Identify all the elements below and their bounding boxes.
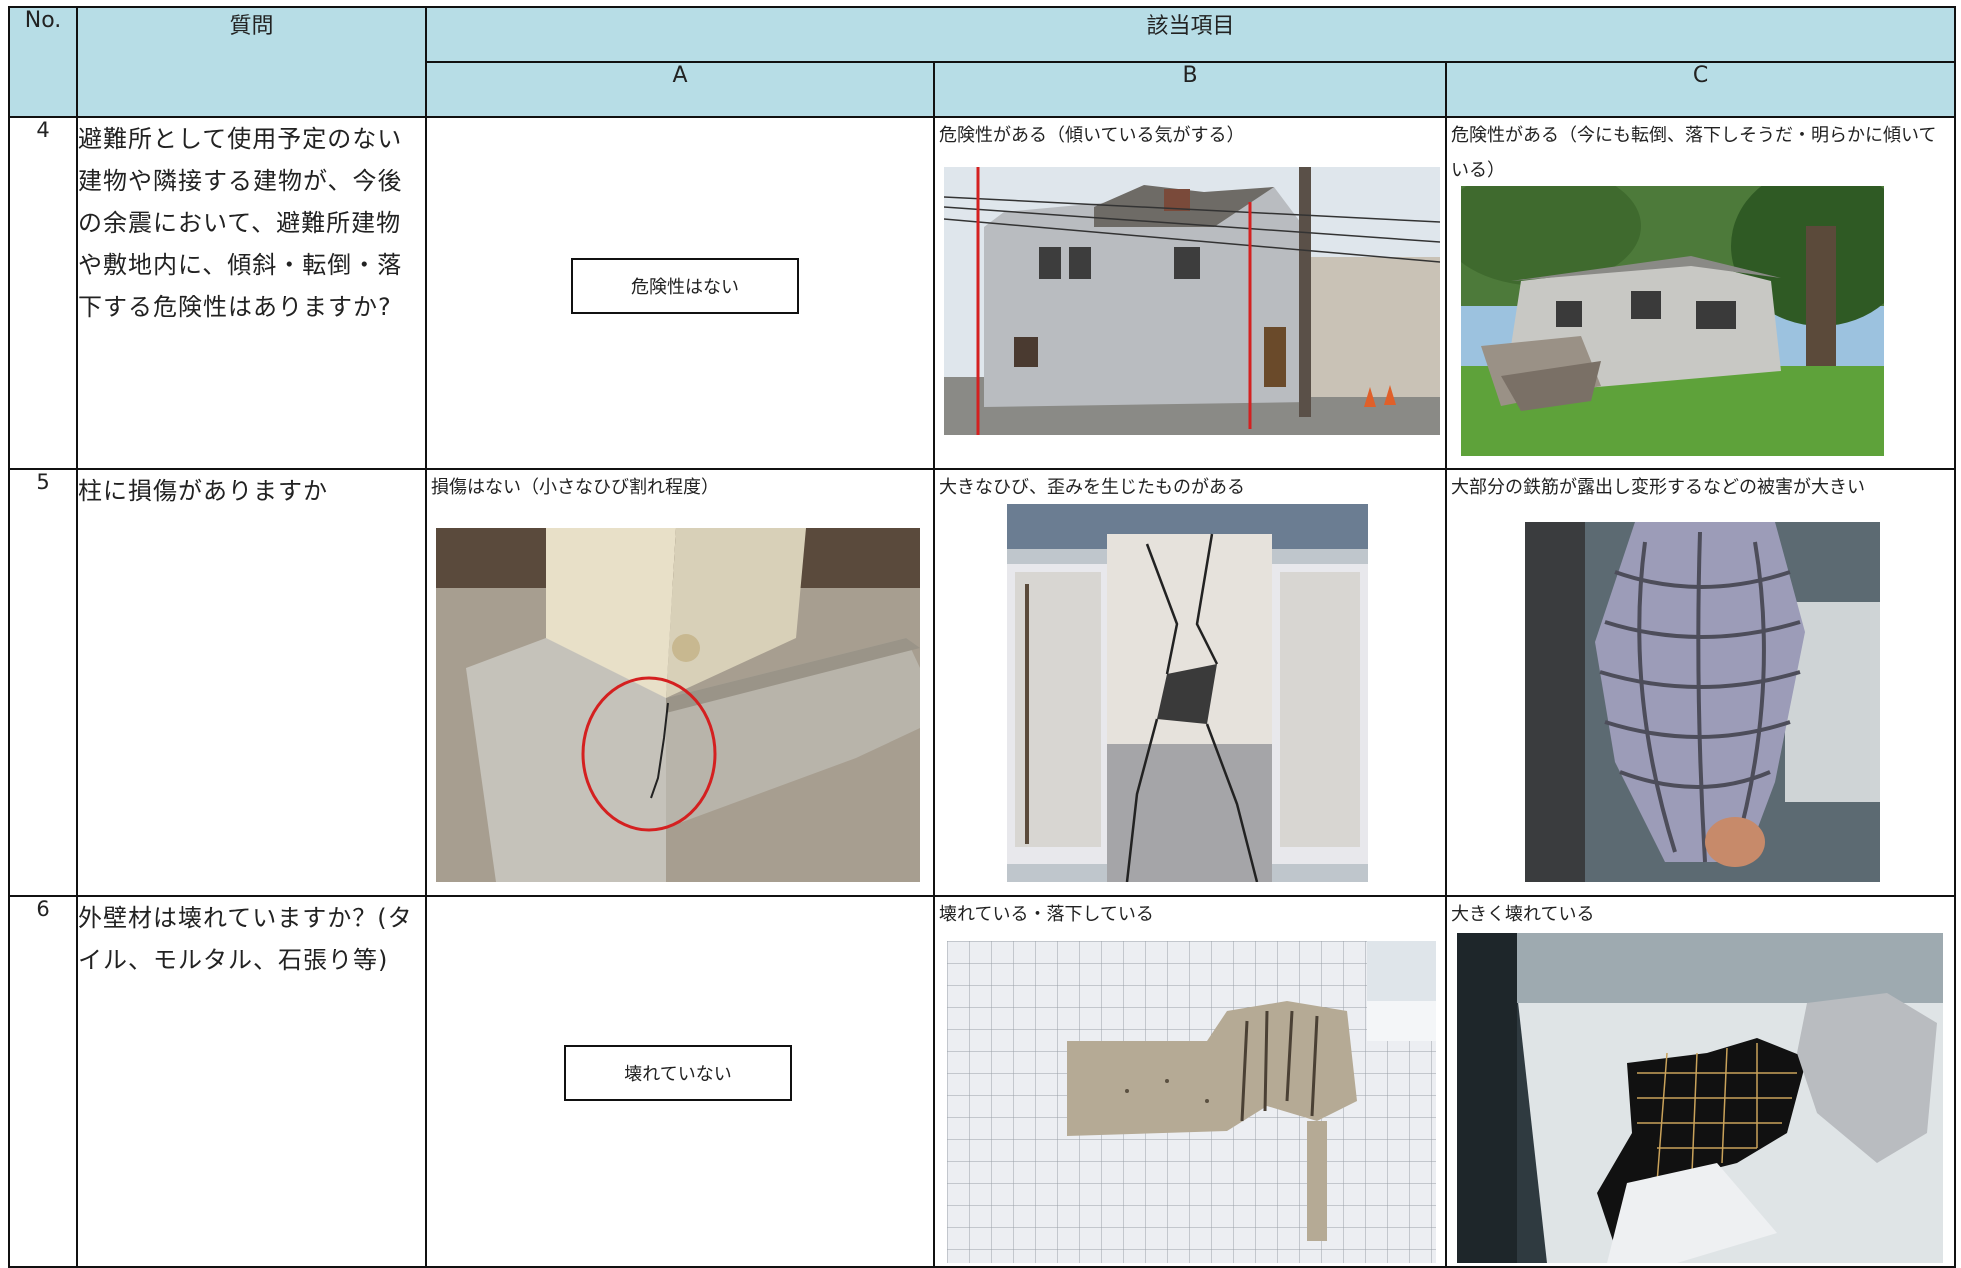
leaning-house-photo bbox=[944, 167, 1440, 435]
answer-a-cell: 危険性はない bbox=[425, 116, 935, 470]
answer-c-caption: 危険性がある（今にも転倒、落下しそうだ・明らかに傾いている） bbox=[1451, 125, 1937, 181]
header-question: 質問 bbox=[76, 6, 427, 118]
broken-tile-wall-photo bbox=[947, 941, 1436, 1263]
header-applicable-items: 該当項目 bbox=[425, 6, 1956, 63]
answer-c-caption: 大部分の鉄筋が露出し変形するなどの被害が大きい bbox=[1451, 477, 1865, 498]
answer-c-cell: 大きく壊れている bbox=[1445, 895, 1956, 1268]
damage-checklist-table: No. 質問 該当項目 A B C 4 避難所として使用予定のない建物や隣接する… bbox=[8, 6, 1956, 1268]
header-col-b: B bbox=[933, 61, 1447, 118]
answer-b-caption: 壊れている・落下している bbox=[939, 904, 1154, 925]
table-row: 5 柱に損傷がありますか 損傷はない（小さなひび割れ程度） bbox=[8, 468, 1956, 897]
answer-a-caption: 損傷はない（小さなひび割れ程度） bbox=[431, 477, 719, 498]
answer-b-caption: 危険性がある（傾いている気がする） bbox=[939, 125, 1245, 146]
header-col-a: A bbox=[425, 61, 935, 118]
answer-b-cell: 大きなひび、歪みを生じたものがある bbox=[933, 468, 1447, 897]
answer-b-caption: 大きなひび、歪みを生じたものがある bbox=[939, 477, 1245, 498]
answer-a-label: 危険性はない bbox=[571, 258, 799, 314]
collapsed-house-photo bbox=[1461, 186, 1884, 456]
header-no: No. bbox=[8, 6, 78, 118]
question-text: 避難所として使用予定のない建物や隣接する建物が、今後の余震において、避難所建物や… bbox=[76, 116, 427, 470]
answer-c-cell: 大部分の鉄筋が露出し変形するなどの被害が大きい bbox=[1445, 468, 1956, 897]
answer-c-cell: 危険性がある（今にも転倒、落下しそうだ・明らかに傾いている） bbox=[1445, 116, 1956, 470]
answer-c-caption: 大きく壊れている bbox=[1451, 904, 1595, 925]
header-col-c: C bbox=[1445, 61, 1956, 118]
answer-b-cell: 壊れている・落下している bbox=[933, 895, 1447, 1268]
answer-a-label: 壊れていない bbox=[564, 1045, 792, 1101]
table-row: 4 避難所として使用予定のない建物や隣接する建物が、今後の余震において、避難所建… bbox=[8, 116, 1956, 470]
answer-a-cell: 損傷はない（小さなひび割れ程度） bbox=[425, 468, 935, 897]
question-text: 外壁材は壊れていますか？(タイル、モルタル、石張り等) bbox=[76, 895, 427, 1268]
row-number: 5 bbox=[8, 468, 78, 897]
table-row: 6 外壁材は壊れていますか？(タイル、モルタル、石張り等) 壊れていない 壊れて… bbox=[8, 895, 1956, 1268]
row-number: 4 bbox=[8, 116, 78, 470]
answer-b-cell: 危険性がある（傾いている気がする） bbox=[933, 116, 1447, 470]
heavily-broken-wall-photo bbox=[1457, 933, 1943, 1263]
exposed-rebar-column-photo bbox=[1525, 522, 1880, 882]
cracked-column-photo bbox=[1007, 504, 1368, 882]
column-base-crack-photo bbox=[436, 528, 920, 882]
question-text: 柱に損傷がありますか bbox=[76, 468, 427, 897]
answer-a-cell: 壊れていない bbox=[425, 895, 935, 1268]
row-number: 6 bbox=[8, 895, 78, 1268]
